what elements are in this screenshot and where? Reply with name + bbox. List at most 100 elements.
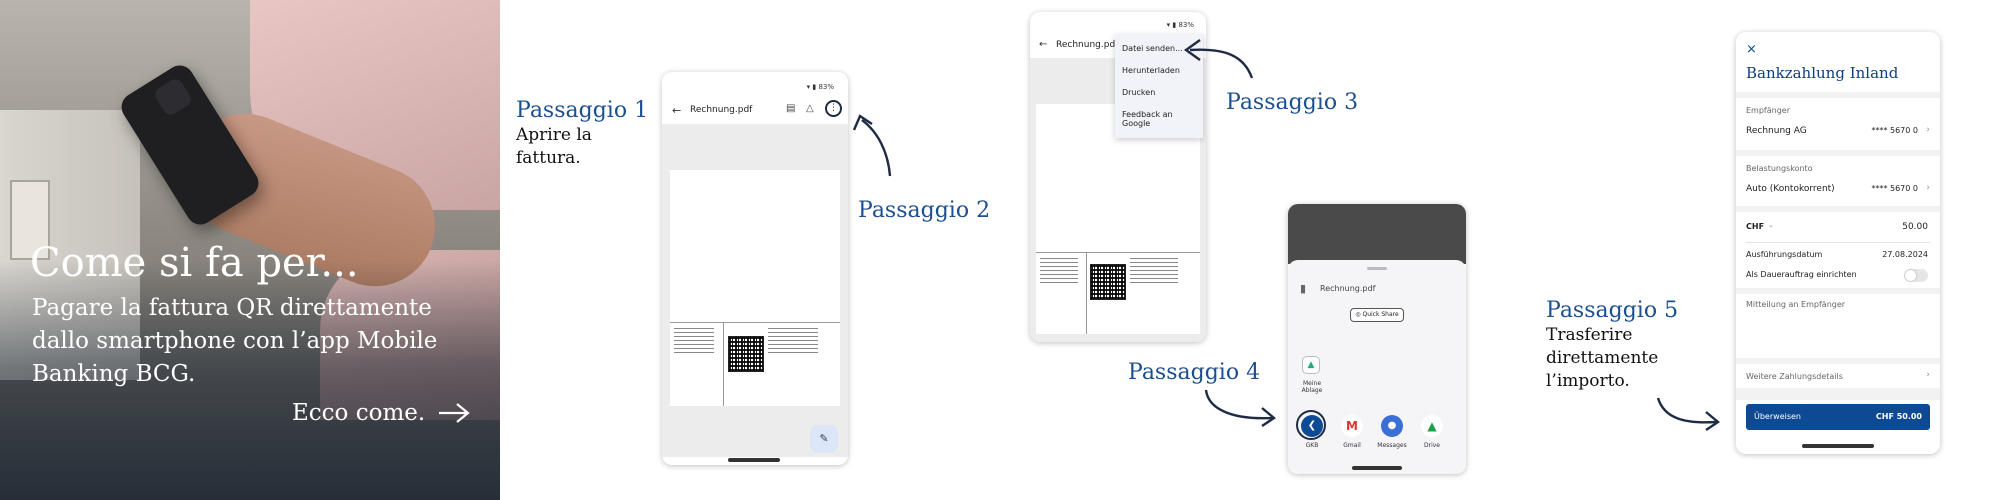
quick-share-icon: ◎	[1355, 311, 1363, 318]
pdf-divider-vertical	[1086, 252, 1087, 334]
step-5-text: Trasferire direttamente l’importo.	[1546, 325, 1659, 391]
arrow-right-icon	[439, 403, 470, 423]
status-bar: ▾ ▮ 83%	[806, 83, 834, 91]
recipient-name: Rechnung AG	[1746, 126, 1807, 136]
home-indicator	[1352, 466, 1402, 470]
file-icon: ▮	[1300, 282, 1307, 295]
more-details-label: Weitere Zahlungsdetails	[1746, 372, 1843, 381]
gkb-highlight-ring	[1296, 410, 1326, 440]
execution-date-value: 27.08.2024	[1882, 250, 1928, 259]
back-arrow-icon[interactable]: ←	[672, 104, 682, 117]
home-indicator	[1802, 444, 1874, 448]
receipt-lines	[674, 328, 714, 354]
drive-add-icon[interactable]: △	[806, 103, 814, 114]
hero-cta-label: Ecco come.	[292, 400, 426, 426]
step-1-text: Aprire la fattura.	[516, 125, 592, 168]
hero-panel: Come si fa per... Pagare la fattura QR d…	[0, 0, 500, 500]
app-label-messages: Messages	[1377, 442, 1407, 449]
more-vertical-icon[interactable]: ⋮	[825, 100, 842, 117]
pdf-divider-vertical	[723, 322, 724, 406]
hero-shade	[0, 260, 500, 500]
status-bar: ▾ ▮ 83%	[1166, 21, 1194, 29]
amount-row[interactable]: CHF ⌄ 50.00	[1736, 212, 1940, 242]
menu-item-print[interactable]: Drucken	[1122, 88, 1156, 97]
message-field[interactable]: Mitteilung an Empfänger	[1746, 300, 1846, 309]
edit-fab-icon[interactable]: ✎	[810, 425, 838, 453]
divider	[1746, 242, 1930, 243]
messages-app-icon[interactable]: ●	[1381, 415, 1403, 437]
more-details-row[interactable]: Weitere Zahlungsdetails ›	[1736, 364, 1940, 388]
step-2-title: Passaggio 2	[858, 198, 991, 223]
arrow-step-3	[1183, 39, 1254, 79]
arrow-step-4	[1204, 389, 1277, 427]
recipient-row[interactable]: Rechnung AG **** 5670 0 ›	[1736, 116, 1940, 146]
menu-item-download[interactable]: Herunterladen	[1122, 66, 1180, 75]
phone-5-screen: × Bankzahlung Inland Empfänger Rechnung …	[1736, 32, 1940, 454]
section-gap	[1736, 150, 1940, 156]
form-title: Bankzahlung Inland	[1746, 64, 1899, 82]
background-frame	[10, 180, 50, 260]
app-label-gkb: GKB	[1305, 442, 1319, 449]
currency-select: CHF	[1746, 222, 1765, 231]
receipt-lines	[1040, 258, 1078, 284]
execution-date-label: Ausführungsdatum	[1746, 250, 1823, 259]
quick-share-label: Quick Share	[1362, 311, 1399, 318]
file-title: Rechnung.pdf	[1056, 40, 1119, 50]
section-gap	[1736, 388, 1940, 400]
menu-item-send-file[interactable]: Datei senden...	[1122, 44, 1183, 53]
gkb-app-icon[interactable]: ❮	[1301, 415, 1323, 437]
back-arrow-icon[interactable]: ←	[1039, 39, 1048, 50]
step-5-title: Passaggio 5	[1546, 298, 1679, 323]
debit-row[interactable]: Auto (Kontokorrent) **** 5670 0 ›	[1736, 174, 1940, 204]
app-label-drive: Drive	[1424, 442, 1440, 449]
chevron-right-icon: ›	[1926, 370, 1930, 380]
phone-4-screen: ▮ Rechnung.pdf ◎ Quick Share ▲ Meine Abl…	[1288, 204, 1466, 474]
my-drive-icon[interactable]: ▲	[1302, 356, 1320, 374]
my-drive-label: Meine Ablage	[1301, 380, 1323, 394]
step-1-title: Passaggio 1	[516, 98, 649, 123]
pdf-divider	[1036, 252, 1200, 253]
file-title: Rechnung.pdf	[690, 105, 753, 115]
section-gap	[1736, 92, 1940, 98]
recipient-label: Empfänger	[1746, 106, 1791, 115]
dimmed-background	[1288, 204, 1466, 264]
amount-value: 50.00	[1902, 222, 1928, 232]
arrow-step-5	[1656, 397, 1721, 431]
chevron-down-icon: ⌄	[1768, 221, 1774, 229]
arrow-step-2	[852, 114, 892, 177]
transfer-button[interactable]: Überweisen CHF 50.00	[1746, 404, 1930, 430]
standing-order-toggle[interactable]	[1904, 269, 1928, 282]
step-3-title: Passaggio 3	[1226, 90, 1359, 115]
payment-lines	[1130, 258, 1178, 286]
phone-1-screen: ▾ ▮ 83% ← Rechnung.pdf ▤ △ ⋮ ✎	[662, 72, 848, 465]
chevron-right-icon: ›	[1926, 183, 1930, 193]
home-indicator	[728, 458, 780, 462]
share-file-title: Rechnung.pdf	[1320, 284, 1376, 293]
section-gap	[1736, 206, 1940, 212]
toggle-knob	[1905, 270, 1916, 281]
menu-item-feedback[interactable]: Feedback an Google	[1122, 110, 1173, 128]
transfer-amount: CHF 50.00	[1875, 412, 1922, 421]
execution-date-row[interactable]: Ausführungsdatum 27.08.2024	[1736, 244, 1940, 266]
phone-3-screen: ▾ ▮ 83% ← Rechnung.pdf Datei senden... H…	[1030, 12, 1206, 342]
section-gap	[1736, 288, 1940, 294]
document-icon[interactable]: ▤	[786, 103, 796, 114]
standing-order-label: Als Dauerauftrag einrichten	[1746, 270, 1857, 279]
qr-code	[1090, 264, 1126, 300]
drive-app-icon[interactable]: ▲	[1421, 415, 1443, 437]
payment-lines	[768, 328, 818, 356]
standing-order-row: Als Dauerauftrag einrichten	[1736, 264, 1940, 286]
hero-title: Come si fa per...	[30, 240, 359, 286]
hero-cta[interactable]: Ecco come.	[292, 400, 471, 426]
close-icon[interactable]: ×	[1746, 42, 1757, 57]
debit-name: Auto (Kontokorrent)	[1746, 184, 1835, 194]
recipient-account: **** 5670 0	[1871, 126, 1918, 135]
section-gap	[1736, 358, 1940, 364]
transfer-label: Überweisen	[1754, 412, 1801, 421]
pdf-divider	[670, 322, 840, 323]
quick-share-button[interactable]: ◎ Quick Share	[1350, 308, 1404, 322]
step-4-title: Passaggio 4	[1128, 360, 1261, 385]
app-label-gmail: Gmail	[1343, 442, 1361, 449]
debit-account: **** 5670 0	[1871, 184, 1918, 193]
gmail-app-icon[interactable]: M	[1341, 415, 1363, 437]
